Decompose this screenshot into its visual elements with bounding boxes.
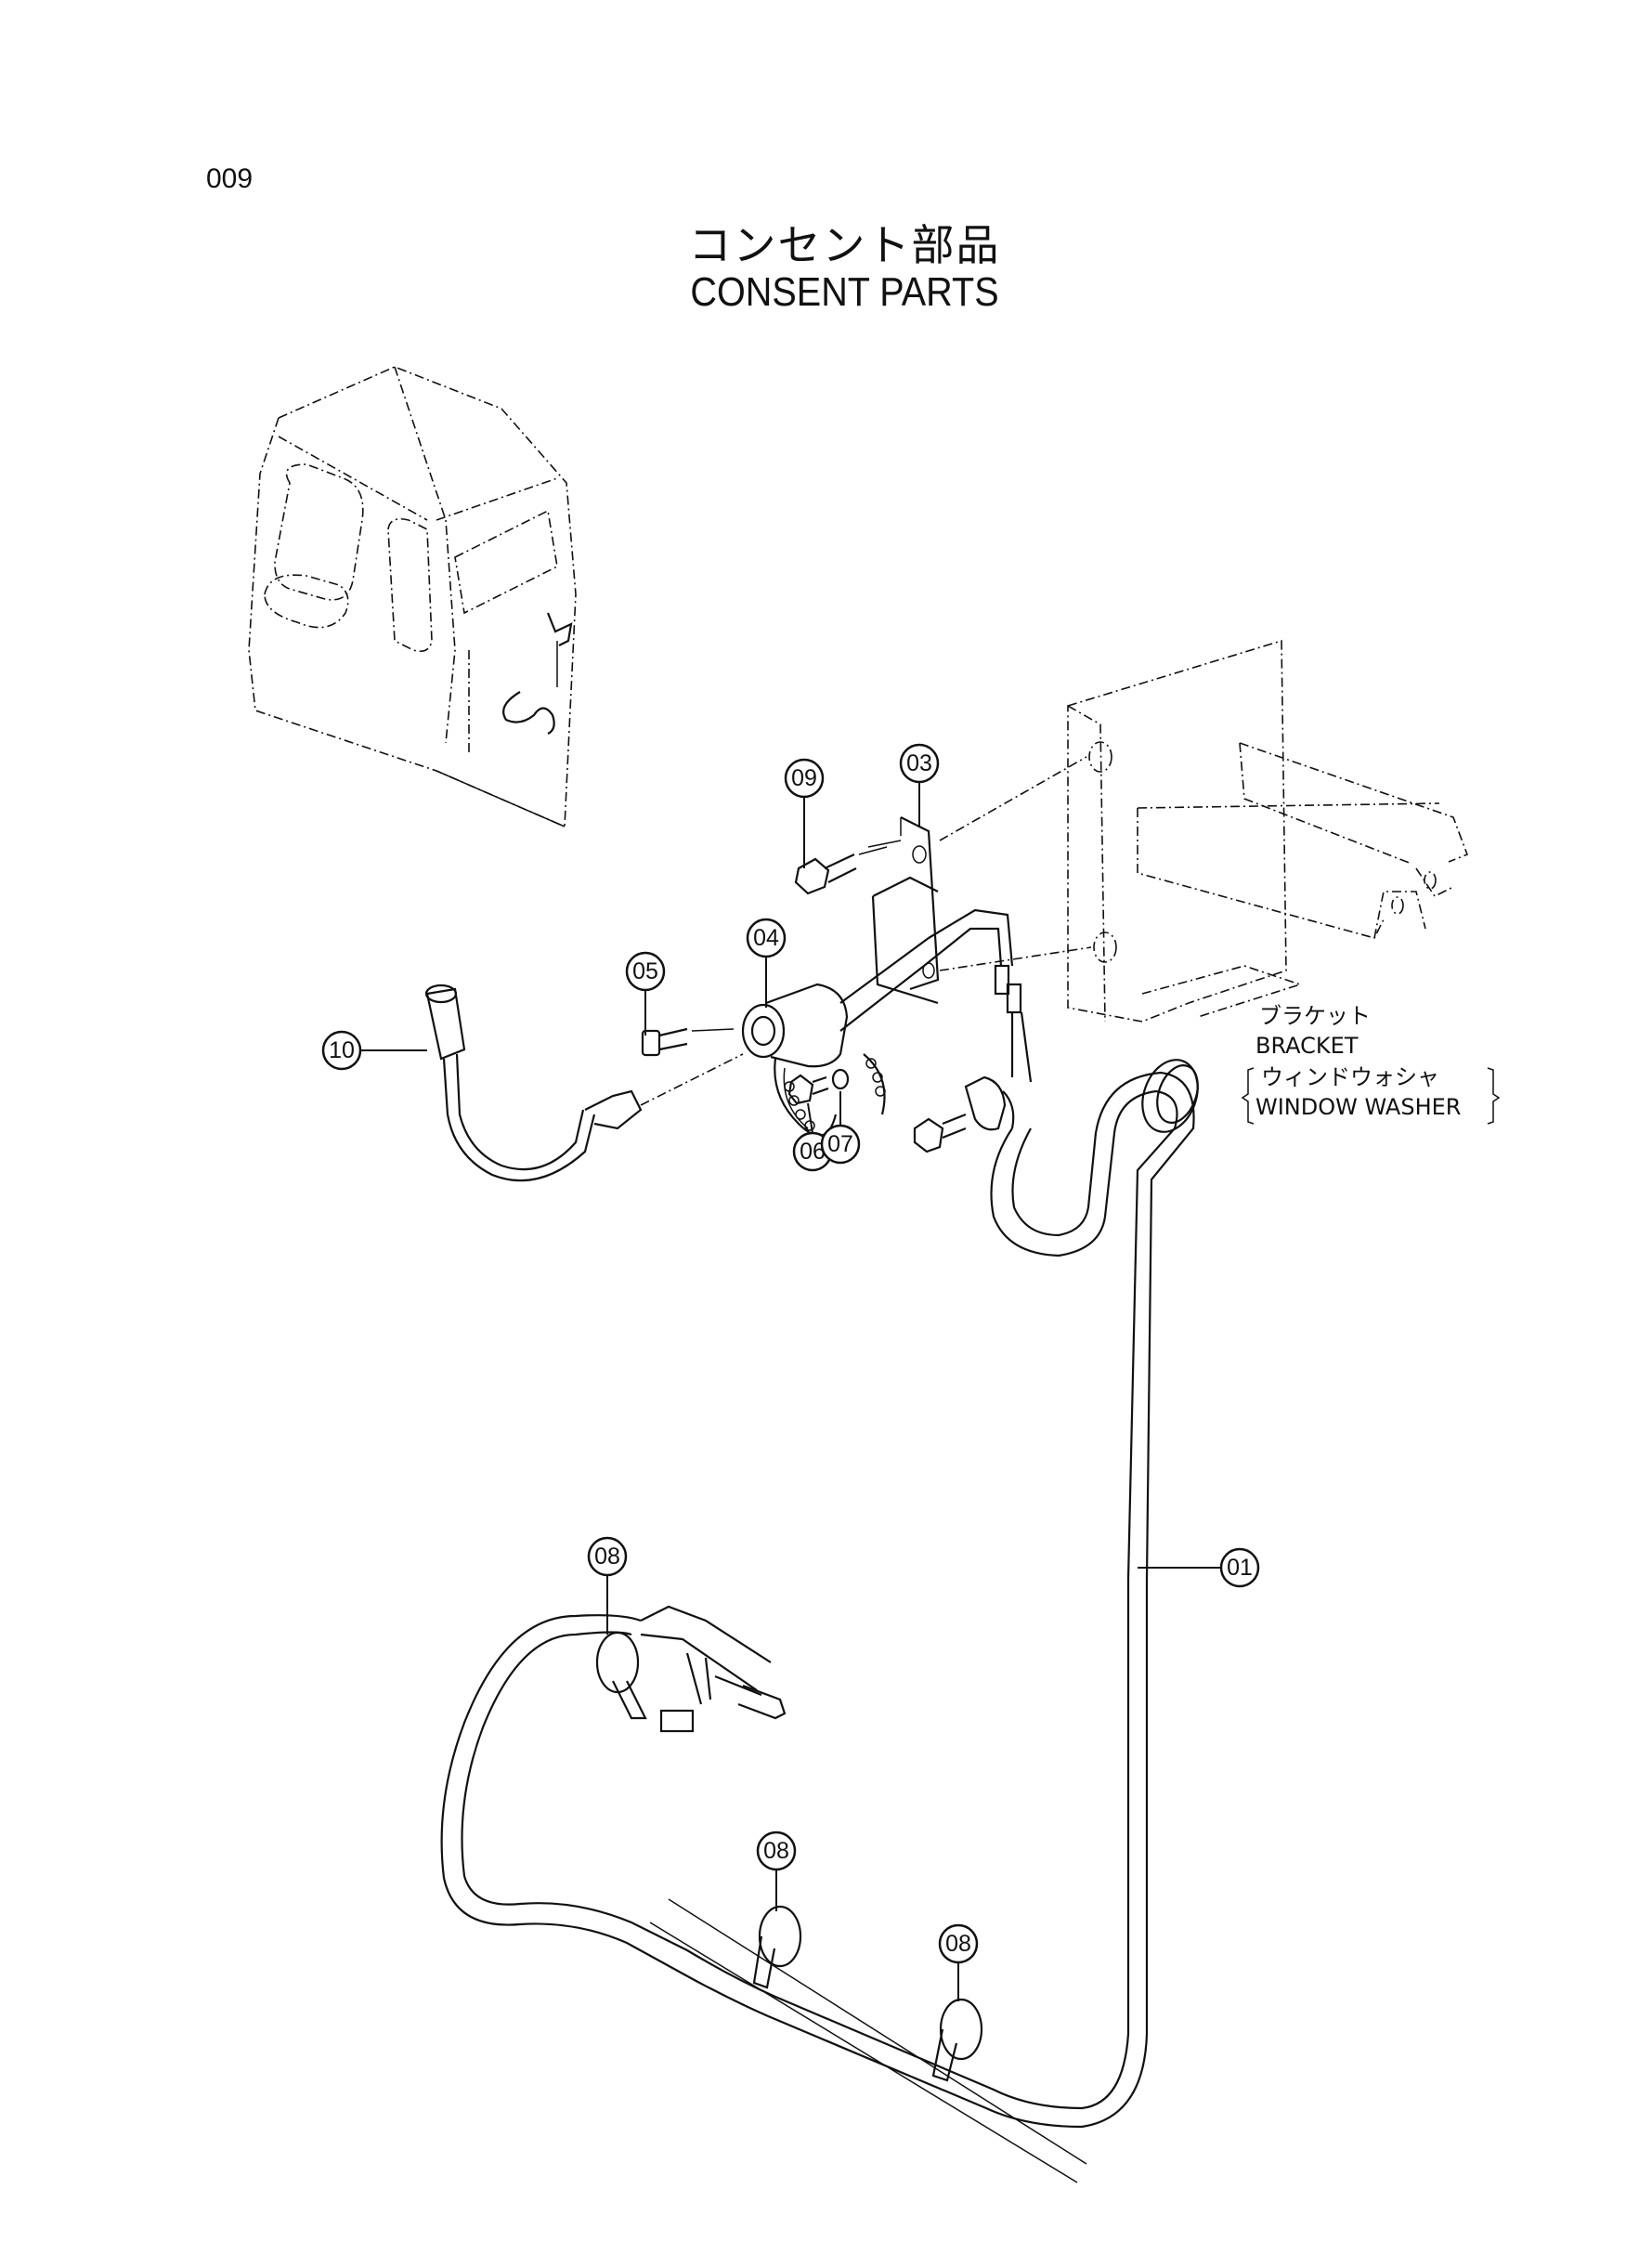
bracket-right-brace <box>1487 1067 1501 1125</box>
bracket-label-en: BRACKET <box>1255 1033 1359 1059</box>
window-washer-label-jp: ウィンドウォシャ <box>1261 1064 1439 1090</box>
callout-08-middle-label: 08 <box>763 1838 789 1864</box>
callout-04-label: 04 <box>753 925 779 951</box>
callout-07-label: 07 <box>827 1131 853 1157</box>
socket-04 <box>741 908 1033 1137</box>
callout-08-top-label: 08 <box>594 1544 620 1570</box>
callout-05-label: 05 <box>632 958 658 984</box>
harness-01 <box>440 1059 1199 2183</box>
screw-06-washer-07 <box>787 1068 850 1105</box>
bracket-plate <box>1067 639 1469 1023</box>
mounting-bracket-03 <box>871 756 1092 1005</box>
callout-09-label: 09 <box>791 765 817 791</box>
callout-01-label: 01 <box>1227 1555 1253 1581</box>
callout-05: 05 <box>625 951 666 992</box>
bracket-left-brace <box>1241 1067 1255 1125</box>
title-english: CONSENT PARTS <box>690 269 999 315</box>
leader-lines <box>358 783 1221 2001</box>
callout-07: 07 <box>820 1124 861 1165</box>
bracket-label-group: ブラケット BRACKET ウィンドウォシャ WINDOW WASHER <box>1241 1003 1501 1125</box>
callout-01: 01 <box>1219 1547 1260 1588</box>
clamp-screw <box>913 1075 1015 1153</box>
page-number: 009 <box>206 163 254 194</box>
callout-08-top: 08 <box>587 1536 628 1577</box>
callout-08-middle: 08 <box>756 1831 797 1871</box>
bracket-label-jp: ブラケット <box>1259 1003 1371 1029</box>
callout-09: 09 <box>784 758 825 799</box>
window-washer-label-en: WINDOW WASHER <box>1255 1094 1461 1120</box>
callout-08-right: 08 <box>938 1923 979 1964</box>
callout-08-right-label: 08 <box>945 1931 971 1957</box>
callout-03-label: 03 <box>906 750 932 776</box>
bolt-09 <box>794 840 902 895</box>
title-japanese: コンセント部品 <box>688 221 1001 269</box>
callout-03: 03 <box>899 743 940 784</box>
callout-10: 10 <box>321 1030 362 1071</box>
connector-10 <box>424 984 744 1182</box>
callout-10-label: 10 <box>329 1037 355 1063</box>
callout-04: 04 <box>746 918 787 958</box>
screw-05 <box>641 1027 735 1057</box>
cab-illustration <box>248 366 577 827</box>
